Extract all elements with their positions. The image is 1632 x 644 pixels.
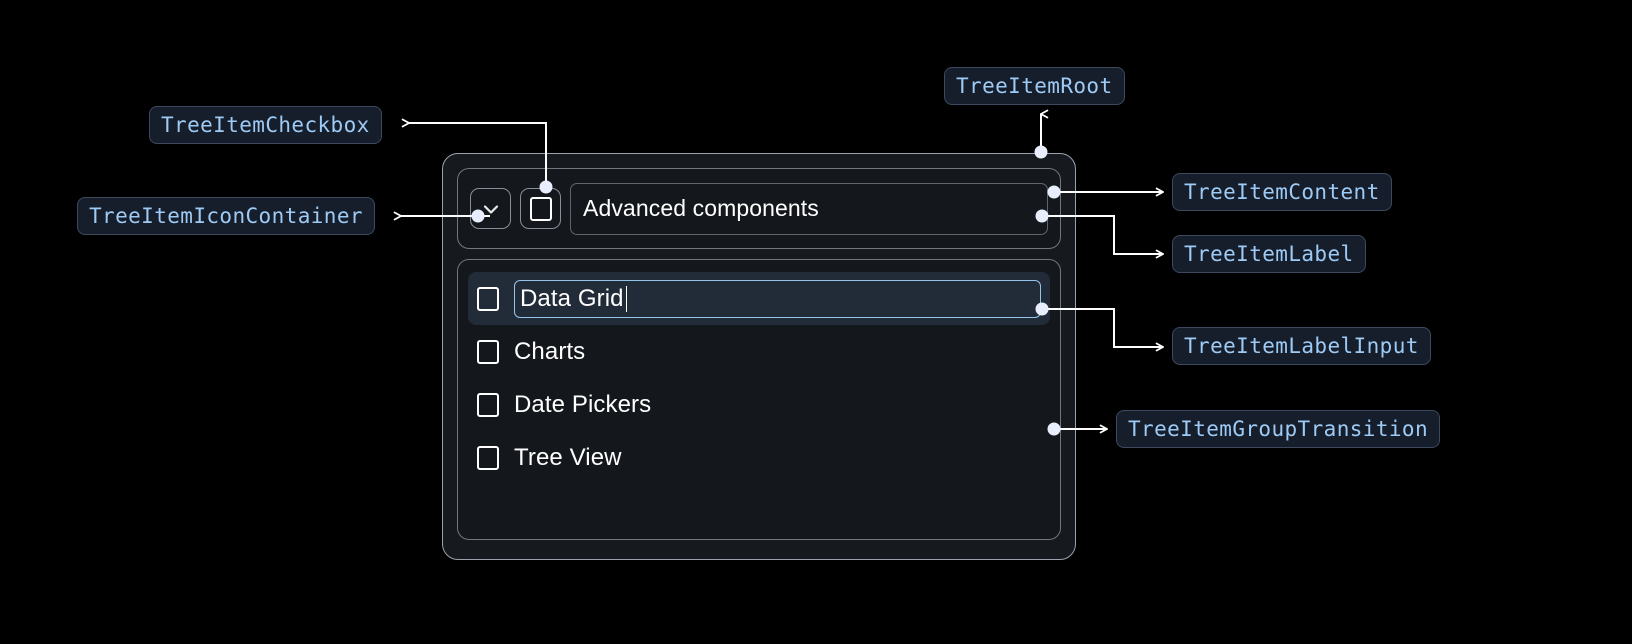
tree-item-label-input-value: Data Grid bbox=[520, 284, 624, 312]
checkbox-square-icon[interactable] bbox=[477, 445, 499, 470]
tree-item-group-transition: Data Grid Charts Date Pickers Tree View bbox=[457, 259, 1061, 540]
tree-item-label-text: Advanced components bbox=[583, 195, 819, 221]
annotation-chip-tree-item-content: TreeItemContent bbox=[1172, 173, 1392, 211]
tree-item-row-data-grid[interactable]: Data Grid bbox=[468, 272, 1050, 325]
annotation-chip-tree-item-root: TreeItemRoot bbox=[944, 67, 1125, 105]
tree-item-content[interactable]: Advanced components bbox=[457, 168, 1061, 249]
checkbox-square-icon[interactable] bbox=[477, 339, 499, 364]
tree-item-row-charts[interactable]: Charts bbox=[468, 325, 1050, 378]
tree-item-label-text: Date Pickers bbox=[514, 390, 652, 418]
tree-item-icon-container[interactable] bbox=[470, 188, 511, 229]
tree-item-checkbox[interactable] bbox=[520, 188, 561, 229]
checkbox-square-icon[interactable] bbox=[477, 392, 499, 417]
tree-item-label: Advanced components bbox=[570, 182, 1048, 235]
tree-item-label-input[interactable]: Data Grid bbox=[514, 279, 1041, 318]
annotation-chip-tree-item-label: TreeItemLabel bbox=[1172, 235, 1366, 273]
checkbox-square-icon[interactable] bbox=[477, 286, 499, 311]
annotation-chip-tree-item-icon-container: TreeItemIconContainer bbox=[77, 197, 375, 235]
tree-item-row-tree-view[interactable]: Tree View bbox=[468, 431, 1050, 484]
tree-item-root[interactable]: Advanced components Data Grid Charts Dat… bbox=[442, 153, 1076, 560]
tree-item-row-date-pickers[interactable]: Date Pickers bbox=[468, 378, 1050, 431]
annotation-chip-tree-item-label-input: TreeItemLabelInput bbox=[1172, 327, 1431, 365]
annotation-chip-tree-item-group-transition: TreeItemGroupTransition bbox=[1116, 410, 1440, 448]
tree-item-label-text: Charts bbox=[514, 337, 586, 365]
annotation-chip-tree-item-checkbox: TreeItemCheckbox bbox=[149, 106, 382, 144]
text-caret bbox=[625, 285, 627, 312]
checkbox-square-icon bbox=[529, 196, 552, 221]
chevron-down-icon bbox=[479, 197, 503, 221]
tree-item-label-text: Tree View bbox=[514, 443, 622, 471]
